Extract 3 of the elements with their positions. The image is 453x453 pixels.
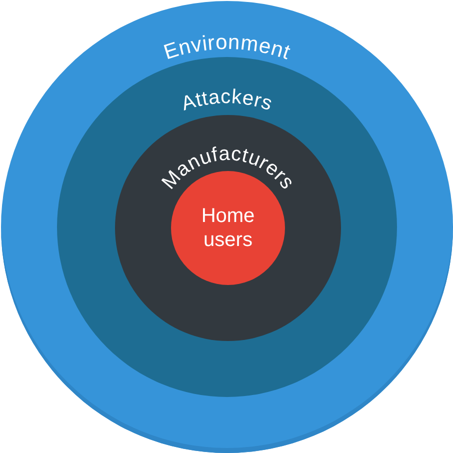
ring-label: Attackers [178,86,276,116]
ring-label: Environment [160,30,293,64]
center-label: Home users [200,204,256,252]
